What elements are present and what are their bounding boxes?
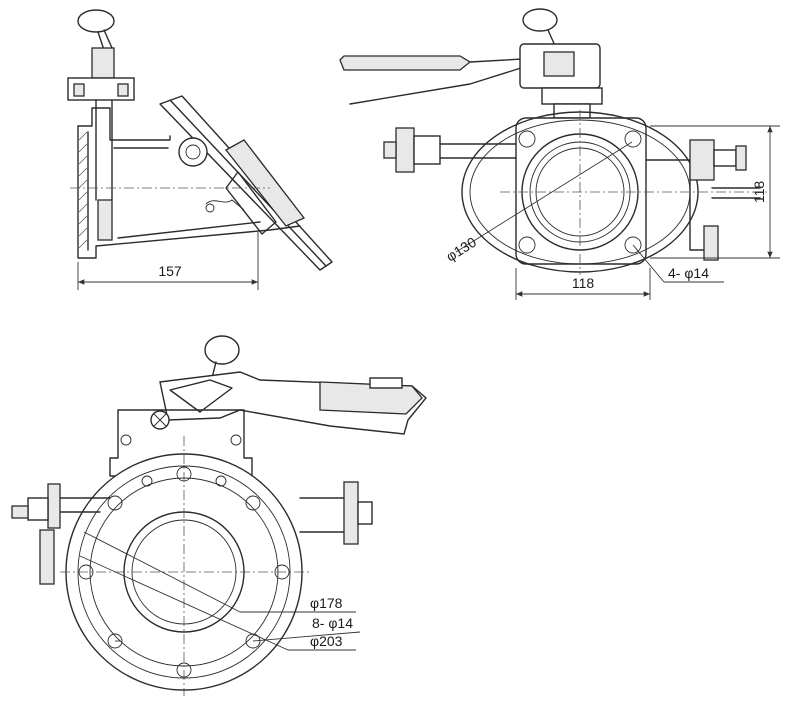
top-width-label: 118 bbox=[572, 275, 595, 291]
front-pcd-label: φ178 bbox=[310, 595, 343, 611]
front-holes-label: 8- φ14 bbox=[312, 615, 353, 631]
top-bore-label: φ130 bbox=[443, 234, 479, 265]
lever-handle bbox=[339, 55, 472, 71]
top-height-label: 118 bbox=[751, 181, 767, 204]
top-view: φ130 118 118 4- φ14 bbox=[339, 8, 780, 300]
front-flange-label: φ203 bbox=[310, 633, 343, 649]
front-view: φ178 8- φ14 φ203 bbox=[11, 335, 427, 696]
pull-ring-icon bbox=[77, 9, 115, 33]
pull-ring-icon bbox=[204, 335, 240, 365]
side-length-label: 157 bbox=[158, 263, 182, 279]
top-holes-label: 4- φ14 bbox=[668, 265, 709, 281]
pull-ring-icon bbox=[522, 8, 558, 32]
side-view: 157 bbox=[67, 9, 333, 290]
